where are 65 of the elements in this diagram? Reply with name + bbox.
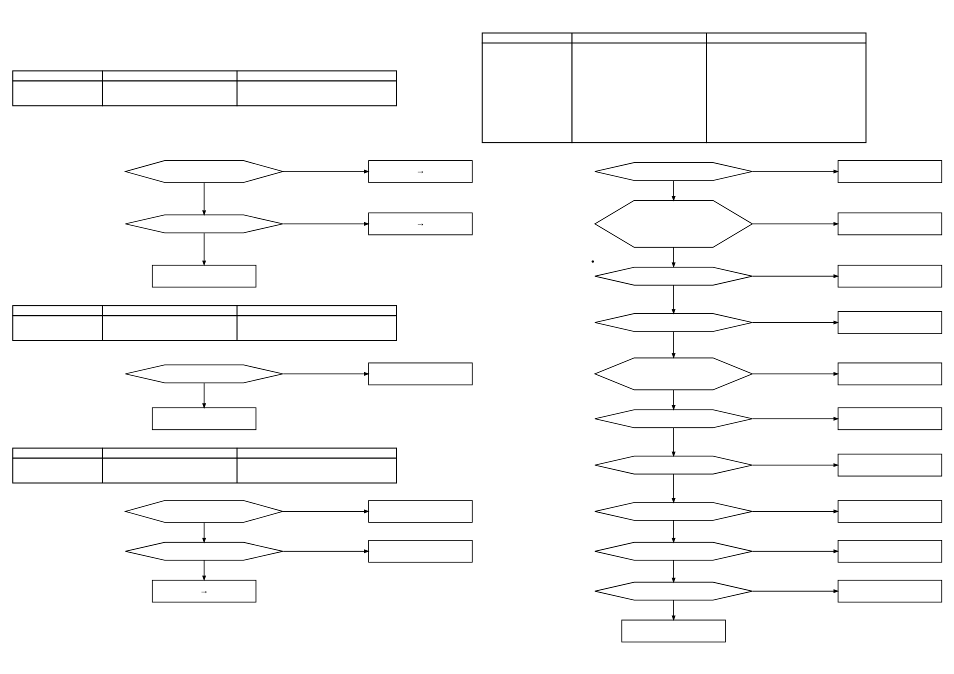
node-hexagon xyxy=(125,364,284,383)
node-hexagon xyxy=(594,200,754,248)
arrow xyxy=(202,182,206,216)
node-box xyxy=(838,406,942,430)
node-hexagon xyxy=(124,160,284,182)
arrow xyxy=(752,548,840,553)
arrow xyxy=(202,522,206,543)
arrow xyxy=(672,599,676,621)
node-box xyxy=(152,264,256,288)
node-hexagon xyxy=(594,455,753,474)
node-box xyxy=(368,500,473,522)
node-box xyxy=(621,619,726,642)
node-box xyxy=(152,406,256,430)
arrow xyxy=(672,180,676,202)
arrow xyxy=(672,559,676,583)
arrow xyxy=(672,284,676,314)
node-hexagon xyxy=(594,541,753,560)
arrow xyxy=(282,508,370,513)
arrow xyxy=(202,382,206,408)
node-box xyxy=(838,212,942,235)
arrow xyxy=(752,588,840,593)
arrow xyxy=(752,274,840,278)
arrow xyxy=(752,416,840,420)
node-box xyxy=(838,310,942,334)
arrow xyxy=(282,371,370,376)
arrow xyxy=(672,520,676,543)
node-hexagon xyxy=(594,502,753,520)
node-hexagon xyxy=(594,162,753,180)
node-box xyxy=(368,362,473,385)
node-hexagon xyxy=(594,312,753,332)
arrow xyxy=(202,559,206,581)
arrow xyxy=(672,473,676,504)
node-hexagon xyxy=(124,500,284,522)
arrow xyxy=(752,221,840,226)
node-box xyxy=(838,362,942,385)
node-box xyxy=(838,539,942,562)
node-hexagon xyxy=(594,408,753,428)
node-box xyxy=(838,160,942,182)
arrow xyxy=(752,169,840,173)
node-box: → xyxy=(368,212,473,235)
node-hexagon xyxy=(594,266,753,286)
node-hexagon xyxy=(125,214,284,233)
arrow xyxy=(752,371,840,376)
arrow xyxy=(672,246,676,268)
node-box: → xyxy=(368,160,473,182)
arrow xyxy=(752,462,840,467)
node-box xyxy=(368,539,473,562)
arrow xyxy=(672,330,676,358)
node-box: → xyxy=(152,579,256,602)
arrow xyxy=(282,169,370,173)
arrow xyxy=(672,388,676,410)
arrow xyxy=(752,508,840,513)
node-box xyxy=(838,500,942,522)
arrow xyxy=(752,320,840,324)
node-hexagon xyxy=(125,541,284,560)
node-box xyxy=(838,579,942,602)
node-box xyxy=(838,264,942,288)
node-label: • xyxy=(591,256,594,266)
node-box xyxy=(838,453,942,476)
arrow xyxy=(202,232,206,266)
node-hexagon xyxy=(594,357,754,390)
arrow xyxy=(282,548,370,553)
node-hexagon xyxy=(594,581,753,600)
arrow xyxy=(672,426,676,457)
arrow xyxy=(282,221,370,226)
